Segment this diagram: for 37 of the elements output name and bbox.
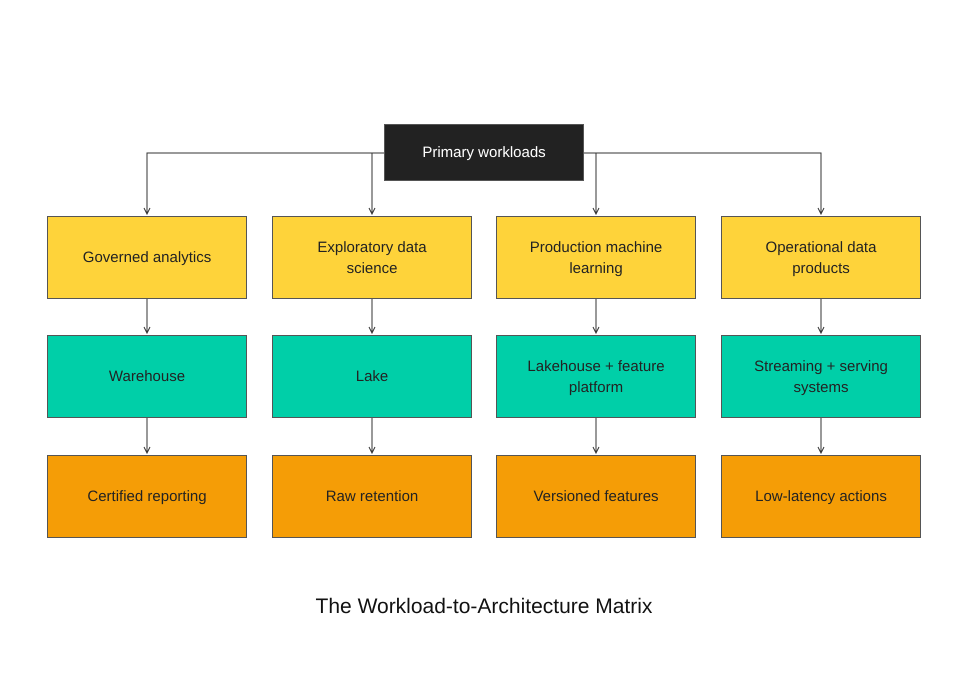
architecture-box <box>496 335 696 418</box>
node-label: Streaming + serving systems <box>753 356 889 398</box>
arrow <box>584 152 824 214</box>
outcome-box <box>272 455 472 538</box>
arrow <box>368 418 376 454</box>
node-label: Operational data products <box>764 238 878 278</box>
arrow <box>592 298 600 334</box>
node-label: Low-latency actions <box>755 487 887 507</box>
arrow <box>818 298 824 334</box>
arrow <box>818 418 824 454</box>
arrow <box>144 418 150 454</box>
node-label: Lakehouse + feature platform <box>526 356 666 398</box>
node-label: Raw retention <box>326 487 418 507</box>
caption: The Workload-to-Architecture Matrix <box>314 595 654 619</box>
arrow <box>368 152 384 214</box>
workload-box <box>496 216 696 299</box>
node-label: Lake <box>356 367 388 387</box>
architecture-box <box>272 335 472 418</box>
architecture-box <box>721 335 921 418</box>
workload-header-box <box>384 124 584 181</box>
node-label: Primary workloads <box>422 143 546 163</box>
outcome-box <box>721 455 921 538</box>
outcome-box <box>47 455 247 538</box>
node-label: Versioned features <box>533 487 659 507</box>
node-label: Certified reporting <box>87 487 207 507</box>
node-label: Exploratory data science <box>316 238 428 278</box>
workload-box <box>721 216 921 299</box>
node-label: Production machine learning <box>528 238 664 278</box>
node-label: Governed analytics <box>82 248 212 268</box>
outcome-box <box>496 455 696 538</box>
workload-box <box>272 216 472 299</box>
workload-box <box>47 216 247 299</box>
arrow <box>144 298 150 334</box>
node-label: Warehouse <box>108 367 186 387</box>
arrow <box>368 298 376 334</box>
architecture-box <box>47 335 247 418</box>
arrow <box>592 418 600 454</box>
